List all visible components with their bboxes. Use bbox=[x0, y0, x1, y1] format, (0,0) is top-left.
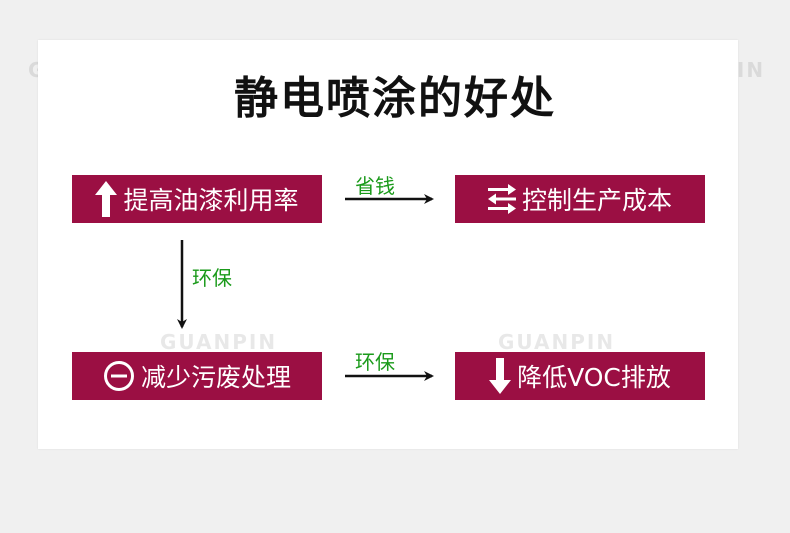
box-control-production-cost: 控制生产成本 bbox=[455, 175, 705, 223]
box-lower-voc-emissions: 降低VOC排放 bbox=[455, 352, 705, 400]
swap-arrows-icon bbox=[487, 184, 516, 214]
page-title: 静电喷涂的好处 bbox=[234, 73, 556, 124]
arrow-label-bottom: 环保 bbox=[355, 350, 395, 374]
watermark-mid-right: GUANPIN bbox=[498, 330, 616, 354]
arrow-label-left: 环保 bbox=[192, 266, 232, 290]
box-label: 降低VOC排放 bbox=[517, 363, 671, 392]
box-label: 提高油漆利用率 bbox=[123, 186, 299, 215]
arrow-down-icon bbox=[489, 358, 512, 394]
box-label: 减少污废处理 bbox=[140, 363, 291, 392]
box-label: 控制生产成本 bbox=[521, 186, 672, 215]
watermark-mid-left: GUANPIN bbox=[160, 330, 278, 354]
box-reduce-waste-treatment: 减少污废处理 bbox=[72, 352, 322, 400]
minus-circle-icon bbox=[103, 360, 135, 392]
box-improve-paint-utilization: 提高油漆利用率 bbox=[72, 175, 322, 223]
arrow-label-top: 省钱 bbox=[355, 174, 395, 198]
arrow-up-icon bbox=[95, 181, 118, 217]
